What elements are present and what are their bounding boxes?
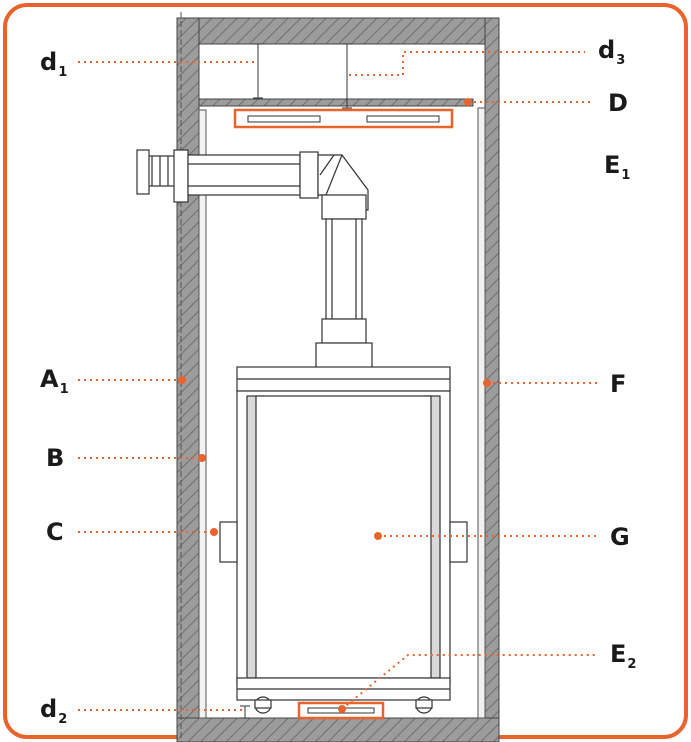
label-G: G bbox=[610, 523, 630, 551]
dimension-markers bbox=[240, 43, 352, 719]
label-B: B bbox=[46, 444, 65, 472]
ceiling-plate bbox=[198, 98, 474, 107]
label-F: F bbox=[610, 370, 627, 398]
label-d2: d2 bbox=[40, 695, 68, 727]
cladding-board-f bbox=[477, 107, 486, 719]
top-vent-grille bbox=[233, 108, 454, 129]
niche-walls bbox=[176, 12, 500, 742]
label-d3: d3 bbox=[598, 36, 626, 68]
leader-dots bbox=[178, 98, 491, 713]
label-A1: A1 bbox=[40, 365, 69, 397]
label-D: D bbox=[608, 89, 628, 117]
leader-lines bbox=[78, 51, 598, 711]
insulation-board-b bbox=[198, 109, 207, 719]
label-C: C bbox=[46, 518, 64, 546]
label-E2: E2 bbox=[610, 640, 637, 672]
label-E1: E1 bbox=[604, 151, 631, 183]
label-d1: d1 bbox=[40, 48, 68, 80]
stove-body bbox=[219, 366, 468, 714]
